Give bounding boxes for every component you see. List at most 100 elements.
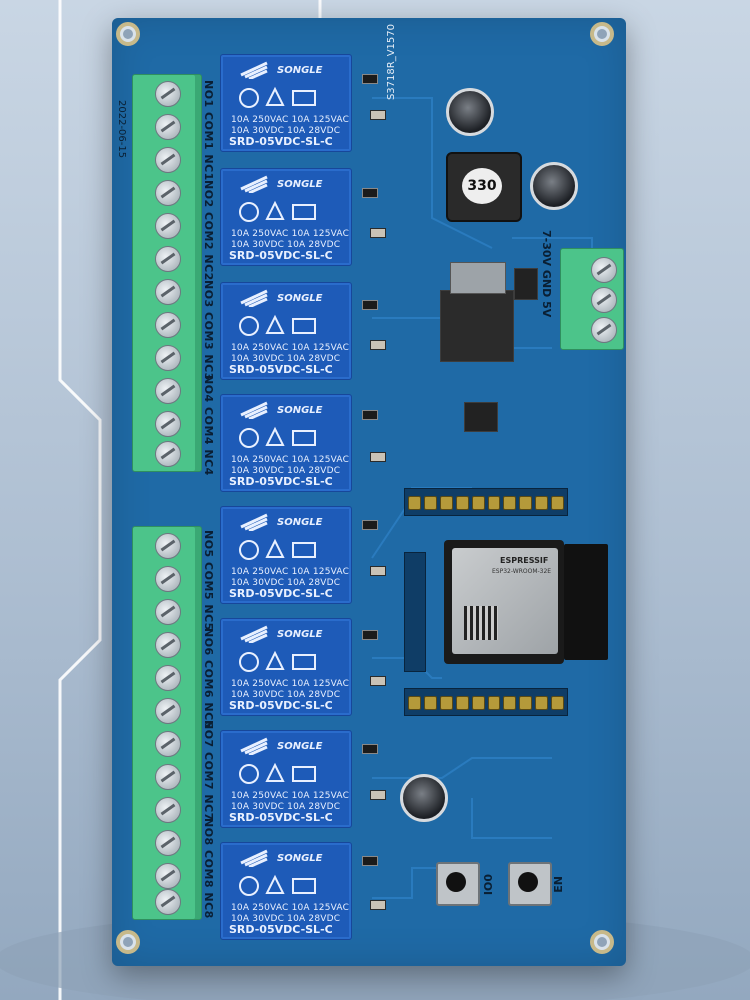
terminal-screw[interactable] bbox=[155, 411, 181, 437]
terminal-screw[interactable] bbox=[155, 863, 181, 889]
mounting-hole bbox=[116, 930, 140, 954]
terminal-screw[interactable] bbox=[155, 441, 181, 467]
power-terminal-screw[interactable] bbox=[591, 317, 617, 343]
terminal-label-3: NO3 COM3 NC3 bbox=[202, 280, 215, 381]
led-indicator bbox=[362, 856, 378, 866]
terminal-screw[interactable] bbox=[155, 698, 181, 724]
relay-brand: SONGLE bbox=[277, 293, 323, 304]
antenna-area bbox=[564, 544, 608, 660]
terminal-screw[interactable] bbox=[155, 632, 181, 658]
terminal-screw[interactable] bbox=[155, 731, 181, 757]
terminal-label-7: NO7 COM7 NC7 bbox=[202, 720, 215, 821]
relay-rating-ac: 10A 250VAC 10A 125VAC bbox=[231, 903, 350, 913]
io0-label: IO0 bbox=[482, 874, 495, 896]
smd-resistor bbox=[370, 790, 386, 800]
io0-button[interactable] bbox=[436, 862, 480, 906]
smd-resistor bbox=[370, 676, 386, 686]
terminal-screw[interactable] bbox=[155, 114, 181, 140]
terminal-block-upper bbox=[132, 74, 202, 472]
relay-8: SONGLE 10A 250VAC 10A 125VAC 10A 30VDC 1… bbox=[220, 842, 352, 940]
relay-rating-ac: 10A 250VAC 10A 125VAC bbox=[231, 567, 350, 577]
relay-2: SONGLE 10A 250VAC 10A 125VAC 10A 30VDC 1… bbox=[220, 168, 352, 266]
terminal-screw[interactable] bbox=[155, 279, 181, 305]
terminal-screw[interactable] bbox=[155, 147, 181, 173]
songle-logo-icon bbox=[240, 625, 268, 643]
led-indicator bbox=[362, 188, 378, 198]
relay-brand: SONGLE bbox=[277, 65, 323, 76]
relay-model: SRD-05VDC-SL-C bbox=[229, 587, 333, 600]
relay-model: SRD-05VDC-SL-C bbox=[229, 923, 333, 936]
electrolytic-capacitor bbox=[446, 88, 494, 136]
terminal-screw[interactable] bbox=[155, 665, 181, 691]
terminal-screw[interactable] bbox=[155, 889, 181, 915]
terminal-label-2: NO2 COM2 NC2 bbox=[202, 180, 215, 281]
relay-model: SRD-05VDC-SL-C bbox=[229, 249, 333, 262]
relay-brand: SONGLE bbox=[277, 179, 323, 190]
relay-rating-dc: 10A 30VDC 10A 28VDC bbox=[231, 466, 341, 476]
relay-rating-dc: 10A 30VDC 10A 28VDC bbox=[231, 802, 341, 812]
en-button[interactable] bbox=[508, 862, 552, 906]
led-indicator bbox=[362, 410, 378, 420]
certification-marks-icon bbox=[239, 762, 316, 784]
smd-resistor bbox=[370, 110, 386, 120]
electrolytic-capacitor bbox=[530, 162, 578, 210]
certification-marks-icon bbox=[239, 538, 316, 560]
led-indicator bbox=[362, 74, 378, 84]
relay-6: SONGLE 10A 250VAC 10A 125VAC 10A 30VDC 1… bbox=[220, 618, 352, 716]
inductor: 330 bbox=[446, 152, 522, 222]
terminal-screw[interactable] bbox=[155, 81, 181, 107]
relay-7: SONGLE 10A 250VAC 10A 125VAC 10A 30VDC 1… bbox=[220, 730, 352, 828]
terminal-screw[interactable] bbox=[155, 830, 181, 856]
terminal-screw[interactable] bbox=[155, 213, 181, 239]
led-indicator bbox=[362, 744, 378, 754]
relay-rating-ac: 10A 250VAC 10A 125VAC bbox=[231, 791, 350, 801]
relay-rating-dc: 10A 30VDC 10A 28VDC bbox=[231, 578, 341, 588]
relay-model: SRD-05VDC-SL-C bbox=[229, 699, 333, 712]
qr-code-icon bbox=[464, 606, 498, 640]
relay-rating-dc: 10A 30VDC 10A 28VDC bbox=[231, 126, 341, 136]
terminal-label-6: NO6 COM6 NC6 bbox=[202, 628, 215, 729]
electrolytic-capacitor bbox=[400, 774, 448, 822]
songle-logo-icon bbox=[240, 737, 268, 755]
terminal-block-lower bbox=[132, 526, 202, 920]
terminal-label-1: NO1 COM1 NC1 bbox=[202, 80, 215, 181]
relay-rating-ac: 10A 250VAC 10A 125VAC bbox=[231, 343, 350, 353]
terminal-screw[interactable] bbox=[155, 566, 181, 592]
power-terminal-screw[interactable] bbox=[591, 287, 617, 313]
terminal-screw[interactable] bbox=[155, 764, 181, 790]
certification-marks-icon bbox=[239, 426, 316, 448]
terminal-screw[interactable] bbox=[155, 797, 181, 823]
smd-resistor bbox=[370, 452, 386, 462]
smd-resistor bbox=[370, 340, 386, 350]
terminal-label-4: NO4 COM4 NC4 bbox=[202, 375, 215, 476]
terminal-screw[interactable] bbox=[155, 599, 181, 625]
songle-logo-icon bbox=[240, 61, 268, 79]
songle-logo-icon bbox=[240, 849, 268, 867]
certification-marks-icon bbox=[239, 200, 316, 222]
module-model: ESP32-WROOM-32E bbox=[492, 568, 552, 575]
certification-marks-icon bbox=[239, 314, 316, 336]
esp32-shield-can: ESPRESSIF ESP32-WROOM-32E bbox=[452, 548, 558, 654]
terminal-screw[interactable] bbox=[155, 378, 181, 404]
relay-3: SONGLE 10A 250VAC 10A 125VAC 10A 30VDC 1… bbox=[220, 282, 352, 380]
power-terminal-screw[interactable] bbox=[591, 257, 617, 283]
smd-resistor bbox=[370, 566, 386, 576]
led-indicator bbox=[362, 520, 378, 530]
terminal-screw[interactable] bbox=[155, 345, 181, 371]
mounting-hole bbox=[590, 22, 614, 46]
pin-header-top bbox=[404, 488, 568, 516]
relay-model: SRD-05VDC-SL-C bbox=[229, 363, 333, 376]
relay-model: SRD-05VDC-SL-C bbox=[229, 135, 333, 148]
relay-rating-dc: 10A 30VDC 10A 28VDC bbox=[231, 240, 341, 250]
relay-brand: SONGLE bbox=[277, 853, 323, 864]
terminal-screw[interactable] bbox=[155, 180, 181, 206]
voltage-regulator-chip bbox=[440, 290, 514, 362]
terminal-screw[interactable] bbox=[155, 533, 181, 559]
terminal-screw[interactable] bbox=[155, 312, 181, 338]
led-indicator bbox=[362, 300, 378, 310]
relay-brand: SONGLE bbox=[277, 741, 323, 752]
relay-model: SRD-05VDC-SL-C bbox=[229, 475, 333, 488]
relay-rating-ac: 10A 250VAC 10A 125VAC bbox=[231, 115, 350, 125]
esp32-module: ESPRESSIF ESP32-WROOM-32E bbox=[444, 540, 564, 664]
terminal-screw[interactable] bbox=[155, 246, 181, 272]
